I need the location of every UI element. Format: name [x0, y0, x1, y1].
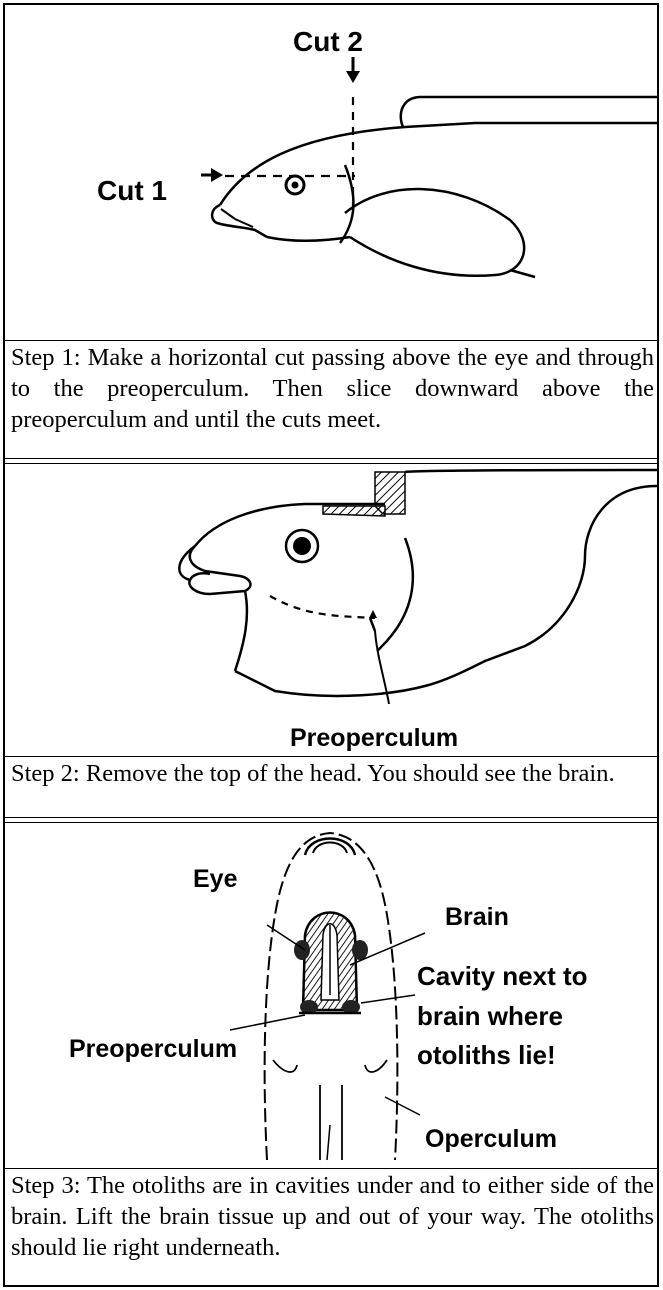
double-divider — [5, 817, 658, 823]
cut1-label: Cut 1 — [97, 175, 167, 206]
cut2-label: Cut 2 — [293, 26, 363, 57]
cavity-label-line1: Cavity next to — [417, 961, 588, 991]
fish-head-cut-lines-diagram-icon: Cut 2 Cut 1 — [5, 5, 658, 339]
step3-caption: Step 3: The otoliths are in cavities und… — [5, 1170, 658, 1282]
divider — [5, 1168, 658, 1169]
step3-figure: Eye Brain Cavity next to brain where oto… — [5, 825, 658, 1167]
step3-caption-text: Step 3: The otoliths are in cavities und… — [11, 1172, 654, 1261]
preoperculum-label: Preoperculum — [290, 724, 458, 752]
divider — [5, 340, 658, 341]
step2-caption: Step 2: Remove the top of the head. You … — [5, 758, 658, 816]
brain-label: Brain — [445, 903, 509, 931]
step2-figure: Preoperculum — [5, 466, 658, 756]
preoperculum-label: Preoperculum — [69, 1035, 237, 1063]
step1-caption: Step 1: Make a horizontal cut passing ab… — [5, 342, 658, 457]
step1-figure: Cut 2 Cut 1 — [5, 5, 658, 339]
eye-label: Eye — [193, 865, 238, 893]
step2-caption-text: Step 2: Remove the top of the head. You … — [11, 760, 615, 787]
divider — [5, 756, 658, 757]
cavity-label-line2: brain where — [417, 1001, 563, 1031]
operculum-label: Operculum — [425, 1125, 557, 1153]
cavity-label-line3: otoliths lie! — [417, 1040, 556, 1070]
fish-head-top-removed-diagram-icon: Preoperculum — [5, 466, 658, 756]
step1-caption-text: Step 1: Make a horizontal cut passing ab… — [11, 344, 654, 433]
fish-head-top-view-diagram-icon: Eye Brain Cavity next to brain where oto… — [5, 825, 658, 1167]
double-divider — [5, 458, 658, 464]
